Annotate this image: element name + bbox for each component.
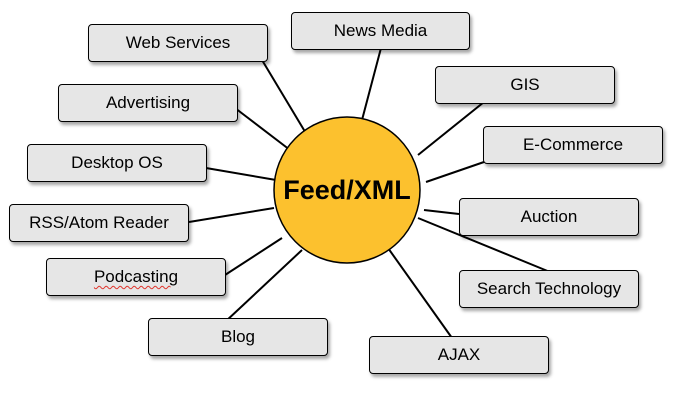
- link-e-commerce: [425, 161, 485, 183]
- node-advertising: Advertising: [58, 84, 238, 122]
- node-e-commerce: E-Commerce: [483, 126, 663, 164]
- node-gis: GIS: [435, 66, 615, 104]
- hub-circle: [273, 116, 421, 264]
- node-e-commerce-label: E-Commerce: [522, 135, 624, 154]
- link-gis: [417, 101, 485, 156]
- node-search-technology-label: Search Technology: [476, 279, 622, 298]
- node-desktop-os-label: Desktop OS: [71, 153, 163, 172]
- link-rss-atom-reader: [188, 207, 275, 223]
- link-podcasting: [224, 237, 283, 276]
- link-blog: [224, 249, 303, 323]
- node-web-services-label: Web Services: [125, 33, 231, 52]
- node-rss-atom-reader: RSS/Atom Reader: [9, 204, 189, 242]
- node-rss-atom-reader-label: RSS/Atom Reader: [29, 213, 169, 232]
- link-advertising: [234, 107, 291, 151]
- node-ajax: AJAX: [369, 336, 549, 374]
- connector-lines: [188, 47, 551, 339]
- node-podcasting-label: Podcasting: [93, 267, 179, 286]
- link-ajax: [387, 247, 453, 339]
- node-auction: Auction: [459, 198, 639, 236]
- node-auction-label: Auction: [520, 207, 578, 226]
- node-news-media: News Media: [291, 12, 470, 50]
- node-web-services: Web Services: [88, 24, 268, 62]
- node-ajax-label: AJAX: [437, 345, 481, 364]
- link-search-technology: [417, 217, 551, 273]
- hub-label: Feed/XML: [283, 175, 411, 205]
- link-desktop-os: [205, 167, 277, 181]
- node-advertising-label: Advertising: [105, 93, 191, 112]
- node-desktop-os: Desktop OS: [27, 144, 207, 182]
- node-search-technology: Search Technology: [459, 270, 639, 308]
- hub: Feed/XML: [273, 116, 421, 264]
- link-news-media: [361, 47, 382, 121]
- link-web-services: [261, 59, 308, 136]
- node-news-media-label: News Media: [333, 21, 428, 40]
- node-gis-label: GIS: [510, 75, 540, 94]
- node-blog-label: Blog: [220, 327, 256, 346]
- node-podcasting: Podcasting: [46, 258, 226, 296]
- link-auction: [423, 209, 460, 215]
- node-blog: Blog: [148, 318, 328, 356]
